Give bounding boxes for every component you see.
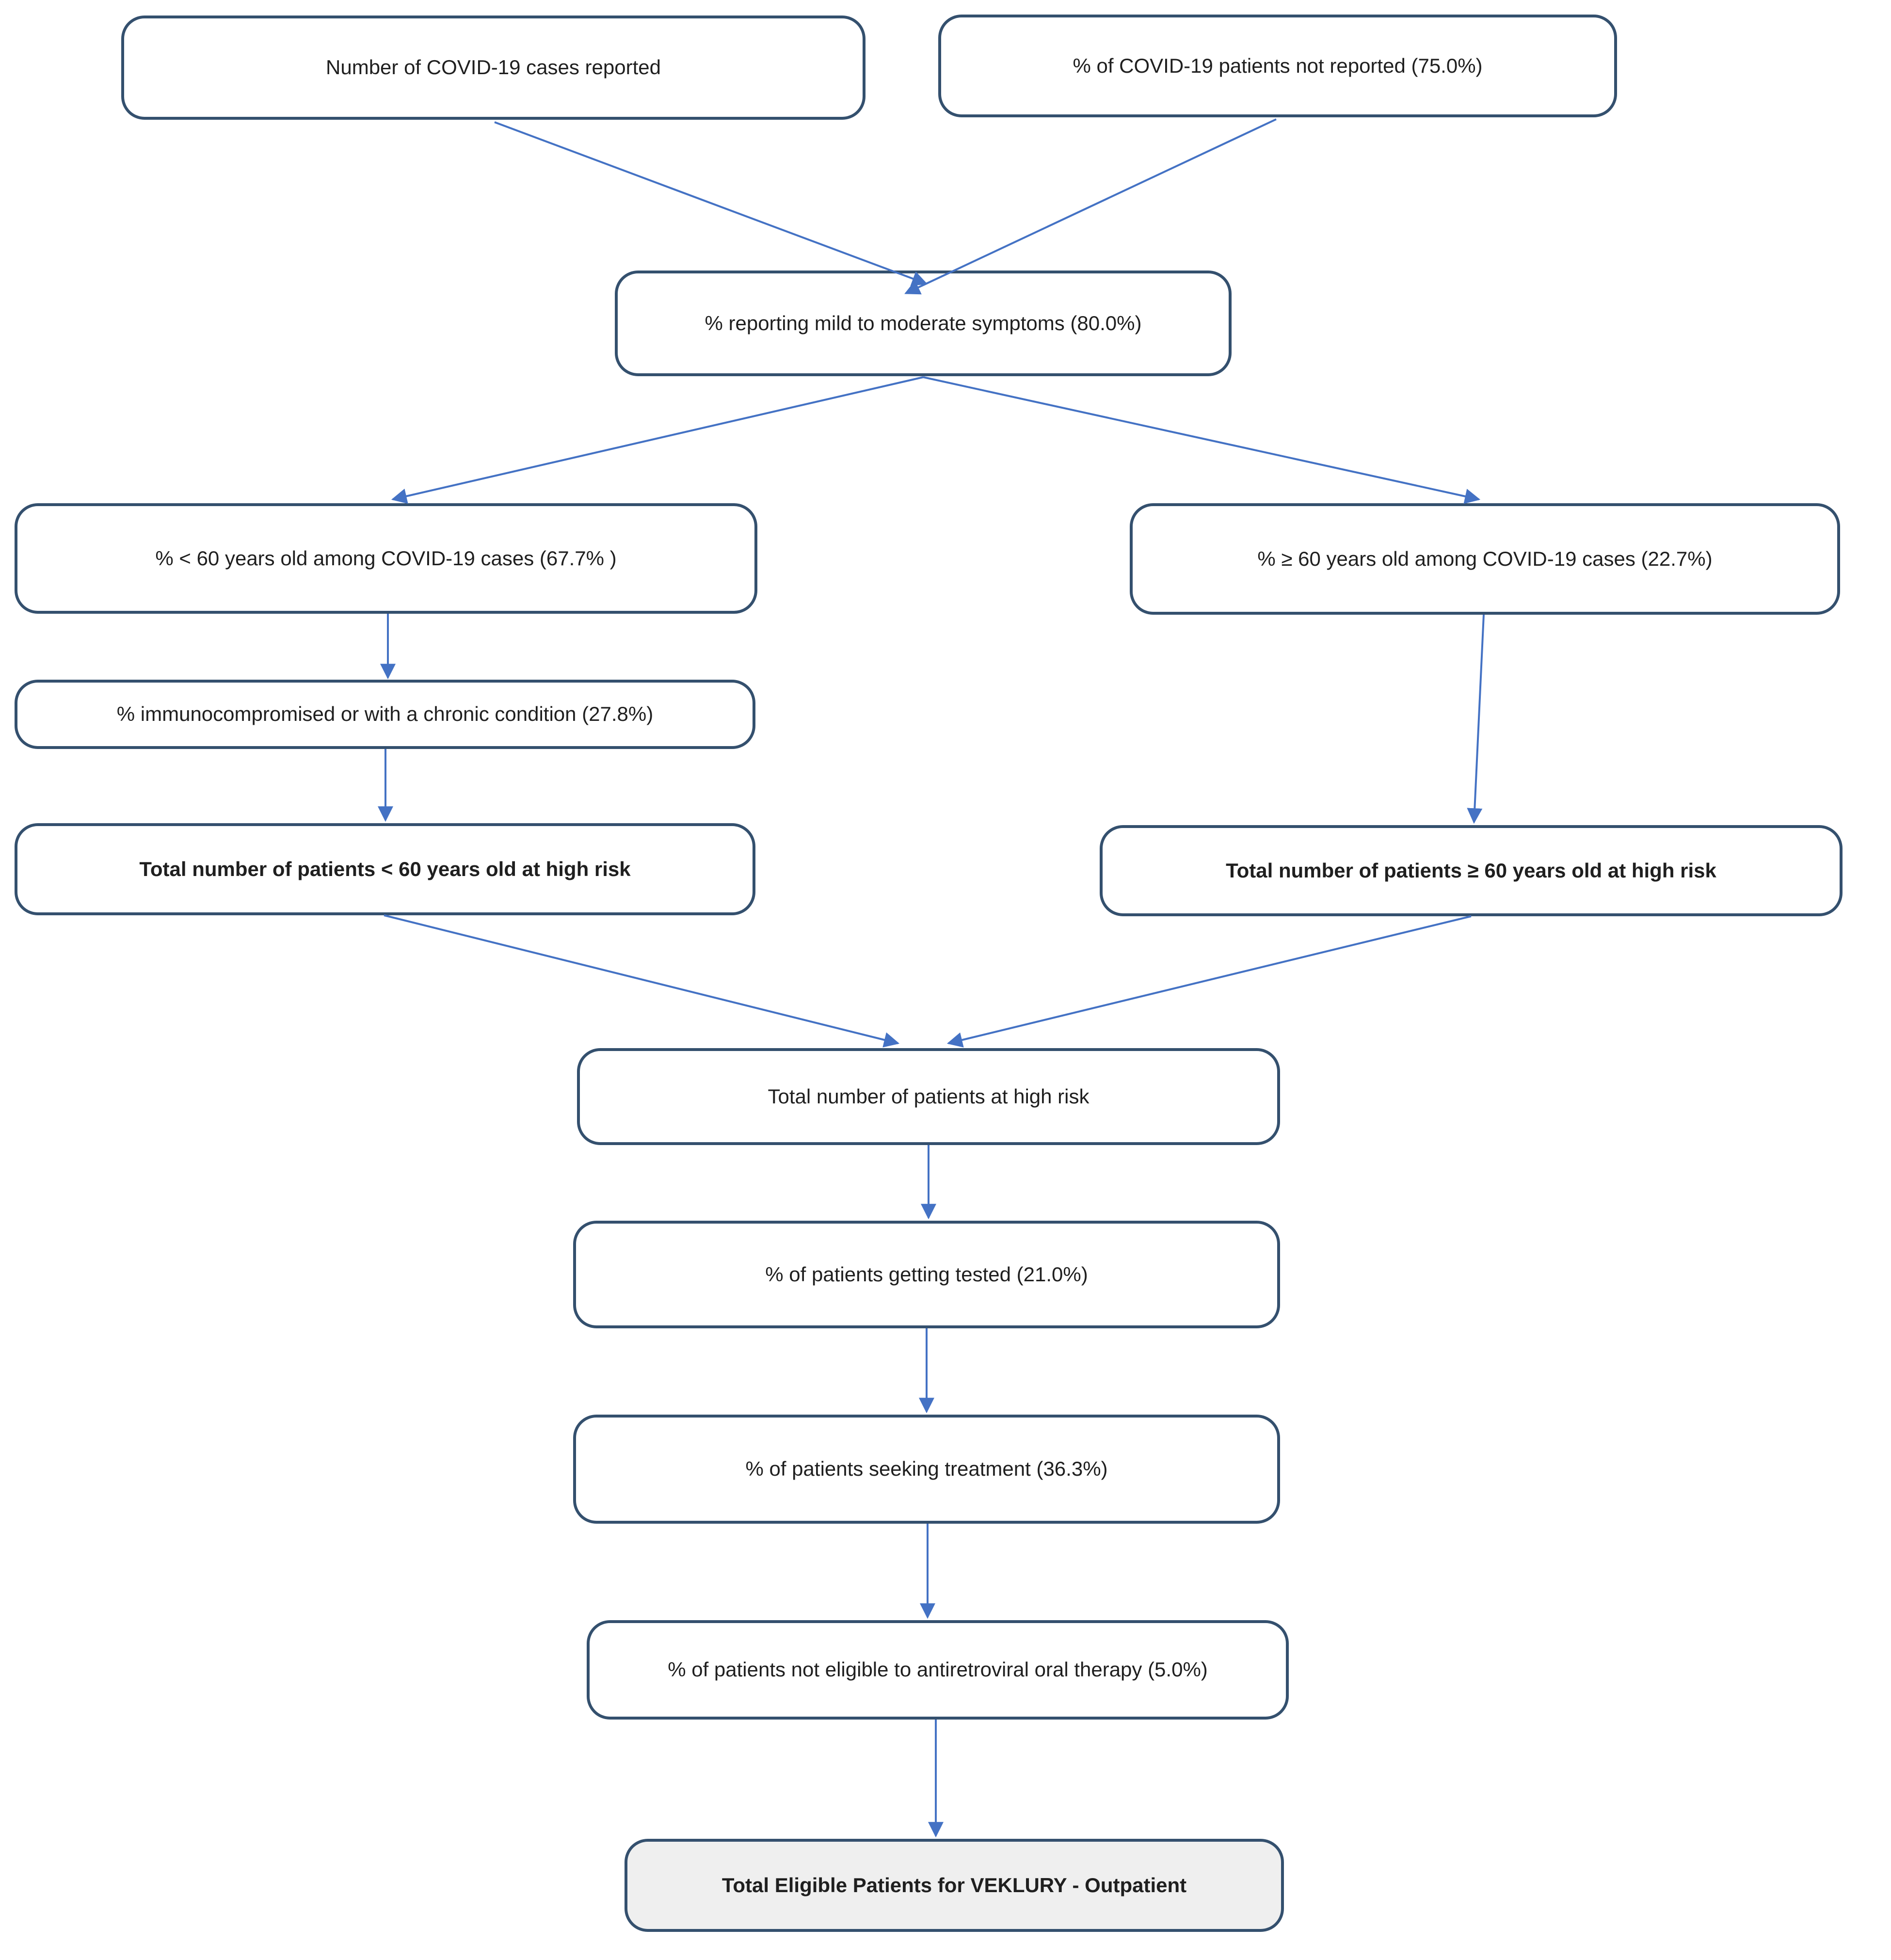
node-not-reported: % of COVID-19 patients not reported (75.… bbox=[938, 15, 1617, 117]
node-total-under-60-high-risk-label: Total number of patients < 60 years old … bbox=[139, 857, 631, 880]
node-over-60-label: % ≥ 60 years old among COVID-19 cases (2… bbox=[1257, 547, 1713, 570]
arrow-cases-reported-to-mild-moderate bbox=[494, 121, 928, 286]
arrow-over-60-to-total-over-60 bbox=[1467, 614, 1485, 824]
node-total-over-60-high-risk: Total number of patients ≥ 60 years old … bbox=[1100, 825, 1843, 916]
node-total-over-60-high-risk-label: Total number of patients ≥ 60 years old … bbox=[1226, 859, 1716, 882]
node-not-eligible-oral-therapy: % of patients not eligible to antiretrov… bbox=[587, 1620, 1289, 1720]
arrow-total-under-60-to-total-high-risk bbox=[384, 914, 900, 1048]
node-under-60-label: % < 60 years old among COVID-19 cases (6… bbox=[155, 546, 617, 570]
node-total-eligible-veklury-outpatient: Total Eligible Patients for VEKLURY - Ou… bbox=[625, 1839, 1284, 1932]
node-seeking-treatment-label: % of patients seeking treatment (36.3%) bbox=[745, 1457, 1108, 1481]
node-total-high-risk-label: Total number of patients at high risk bbox=[768, 1084, 1090, 1108]
node-getting-tested: % of patients getting tested (21.0%) bbox=[573, 1221, 1280, 1328]
node-not-eligible-oral-therapy-label: % of patients not eligible to antiretrov… bbox=[668, 1658, 1208, 1681]
arrow-mild-moderate-to-under-60 bbox=[391, 376, 924, 504]
arrow-mild-moderate-to-over-60 bbox=[923, 376, 1481, 504]
arrow-not-reported-to-mild-moderate bbox=[904, 118, 1277, 295]
node-immunocompromised-label: % immunocompromised or with a chronic co… bbox=[116, 702, 654, 726]
node-mild-moderate-symptoms-label: % reporting mild to moderate symptoms (8… bbox=[705, 311, 1142, 335]
node-total-eligible-veklury-outpatient-label: Total Eligible Patients for VEKLURY - Ou… bbox=[721, 1873, 1187, 1896]
node-cases-reported: Number of COVID-19 cases reported bbox=[121, 16, 865, 120]
node-mild-moderate-symptoms: % reporting mild to moderate symptoms (8… bbox=[615, 271, 1232, 376]
node-not-reported-label: % of COVID-19 patients not reported (75.… bbox=[1073, 54, 1483, 77]
node-total-under-60-high-risk: Total number of patients < 60 years old … bbox=[15, 823, 755, 915]
node-under-60: % < 60 years old among COVID-19 cases (6… bbox=[15, 503, 757, 614]
node-total-high-risk: Total number of patients at high risk bbox=[577, 1048, 1280, 1145]
node-seeking-treatment: % of patients seeking treatment (36.3%) bbox=[573, 1415, 1280, 1524]
arrow-total-over-60-to-total-high-risk bbox=[946, 915, 1472, 1048]
node-cases-reported-label: Number of COVID-19 cases reported bbox=[326, 56, 661, 79]
node-immunocompromised: % immunocompromised or with a chronic co… bbox=[15, 680, 755, 749]
node-over-60: % ≥ 60 years old among COVID-19 cases (2… bbox=[1130, 503, 1840, 615]
node-getting-tested-label: % of patients getting tested (21.0%) bbox=[765, 1262, 1088, 1286]
